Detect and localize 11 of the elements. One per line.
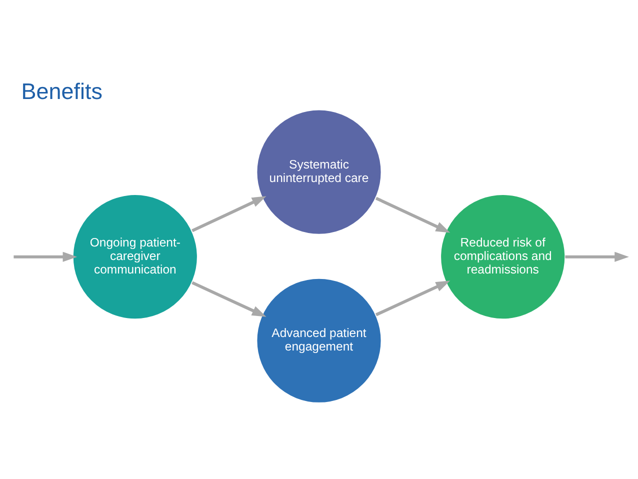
diagram-title: Benefits [21,78,102,104]
arrow [565,251,629,262]
arrow [192,280,266,316]
node-circle: Advanced patient engagement [256,277,382,403]
node-circle: Reduced risk of complications and readmissions [440,194,566,320]
arrow [375,280,450,316]
node-circle: Systematic uninterrupted care [256,108,382,234]
arrow [375,196,450,232]
arrow [192,196,266,232]
arrow [14,251,78,262]
node-circle: Ongoing patient-caregiver communication [72,194,198,320]
